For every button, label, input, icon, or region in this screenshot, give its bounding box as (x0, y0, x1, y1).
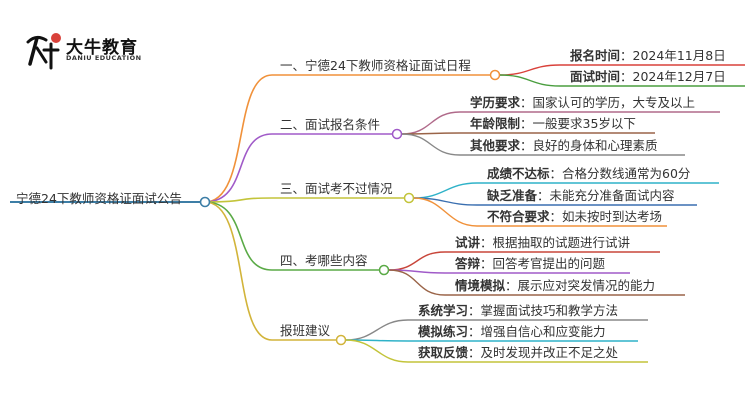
leaf-value: 2024年12月7日 (632, 69, 726, 84)
leaf-value: 根据抽取的试题进行试讲 (492, 235, 631, 250)
branch-connector (204, 74, 490, 203)
branch-node-circle (391, 128, 403, 140)
leaf-separator: ： (520, 95, 533, 110)
branch-connector (204, 197, 404, 203)
leaf-separator: ： (505, 278, 518, 293)
leaf-label: 不符合要求：如未按时到达考场 (487, 209, 662, 225)
leaf-connector (413, 182, 719, 199)
leaf-key: 报名时间 (570, 48, 621, 63)
leaf-separator: ： (520, 116, 533, 131)
leaf-value: 一般要求35岁以下 (532, 116, 636, 131)
branch-label: 四、考哪些内容 (280, 253, 368, 268)
leaf-separator: ： (537, 188, 550, 203)
leaf-value: 回答考官提出的问题 (492, 256, 606, 271)
leaf-label: 获取反馈：及时发现并改正不足之处 (418, 345, 618, 361)
branch-connector (204, 133, 392, 203)
leaf-connector (499, 74, 745, 87)
leaf-connector (388, 269, 685, 296)
daniu-logo-icon (26, 33, 61, 70)
leaf-separator: ： (468, 345, 481, 360)
leaf-value: 及时发现并改正不足之处 (480, 345, 619, 360)
root-label: 宁德24下教师资格证面试公告 (16, 191, 182, 206)
leaf-connector (401, 132, 655, 135)
leaf-connector (345, 339, 638, 342)
leaf-separator: ： (468, 303, 481, 318)
leaf-key: 系统学习 (418, 303, 469, 318)
leaf-label: 情境模拟：展示应对突发情况的能力 (455, 278, 655, 294)
leaf-label: 答辩：回答考官提出的问题 (455, 256, 605, 272)
leaf-separator: ： (620, 69, 633, 84)
leaf-value: 掌握面试技巧和教学方法 (480, 303, 619, 318)
leaf-value: 2024年11月8日 (632, 48, 726, 63)
leaf-separator: ： (620, 48, 633, 63)
brand-name: 大牛教育 (66, 38, 138, 58)
leaf-connector (401, 111, 720, 135)
leaf-label: 年龄限制：一般要求35岁以下 (470, 116, 636, 132)
leaf-separator: ： (480, 235, 493, 250)
leaf-connector (499, 64, 745, 76)
leaf-key: 不符合要求 (487, 209, 550, 224)
branch-label: 二、面试报名条件 (280, 117, 381, 132)
leaf-connector (388, 269, 630, 274)
leaf-connector (401, 133, 685, 156)
leaf-label: 学历要求：国家认可的学历，大专及以上 (470, 95, 695, 111)
root-node-circle (199, 196, 211, 208)
leaf-label: 系统学习：掌握面试技巧和教学方法 (418, 303, 618, 319)
leaf-connector (413, 197, 697, 206)
branch-node-circle (489, 69, 501, 81)
branch-node-circle (378, 264, 390, 276)
leaf-separator: ： (549, 209, 563, 224)
leaf-label: 其他要求：良好的身体和心理素质 (470, 138, 658, 154)
leaf-connector (345, 339, 648, 363)
branch-connector (204, 201, 379, 271)
leaf-key: 其他要求 (470, 138, 521, 153)
leaf-separator: ： (480, 256, 493, 271)
leaf-label: 模拟练习：增强自信心和应变能力 (418, 324, 606, 340)
leaf-key: 情境模拟 (455, 278, 506, 293)
logo: 大牛教育 DANIU EDUCATION (22, 30, 152, 70)
leaf-connector (413, 197, 667, 227)
leaf-label: 成绩不达标：合格分数线通常为60分 (487, 166, 690, 182)
leaf-key: 年龄限制 (470, 116, 521, 131)
brand-name-en: DANIU EDUCATION (66, 54, 142, 62)
leaf-value: 良好的身体和心理素质 (532, 138, 658, 153)
leaf-value: 国家认可的学历，大专及以上 (532, 95, 696, 110)
leaf-label: 缺乏准备：未能充分准备面试内容 (487, 188, 675, 204)
leaf-value: 未能充分准备面试内容 (549, 188, 675, 203)
leaf-value: 如未按时到达考场 (562, 209, 663, 224)
leaf-value: 增强自信心和应变能力 (480, 324, 606, 339)
leaf-label: 试讲：根据抽取的试题进行试讲 (455, 235, 630, 251)
leaf-label: 面试时间：2024年12月7日 (570, 69, 726, 85)
branch-label: 一、宁德24下教师资格证面试日程 (280, 58, 471, 73)
leaf-key: 答辩 (455, 256, 481, 271)
leaf-key: 试讲 (455, 235, 481, 250)
leaf-connector (388, 251, 660, 271)
branch-label: 报班建议 (280, 323, 331, 338)
leaf-value: 合格分数线通常为60分 (562, 166, 691, 181)
leaf-key: 缺乏准备 (487, 188, 538, 203)
leaf-key: 成绩不达标 (487, 166, 550, 181)
leaf-key: 获取反馈 (418, 345, 469, 360)
branch-label: 三、面试考不过情况 (280, 181, 393, 196)
leaf-key: 模拟练习 (418, 324, 469, 339)
leaf-separator: ： (468, 324, 481, 339)
leaf-separator: ： (549, 166, 563, 181)
leaf-label: 报名时间：2024年11月8日 (570, 48, 726, 64)
branch-node-circle (335, 334, 347, 346)
leaf-connector (345, 319, 648, 341)
leaf-key: 面试时间 (570, 69, 621, 84)
leaf-value: 展示应对突发情况的能力 (517, 278, 656, 293)
branch-node-circle (403, 192, 415, 204)
leaf-separator: ： (520, 138, 533, 153)
leaf-key: 学历要求 (470, 95, 521, 110)
branch-connector (204, 201, 336, 341)
